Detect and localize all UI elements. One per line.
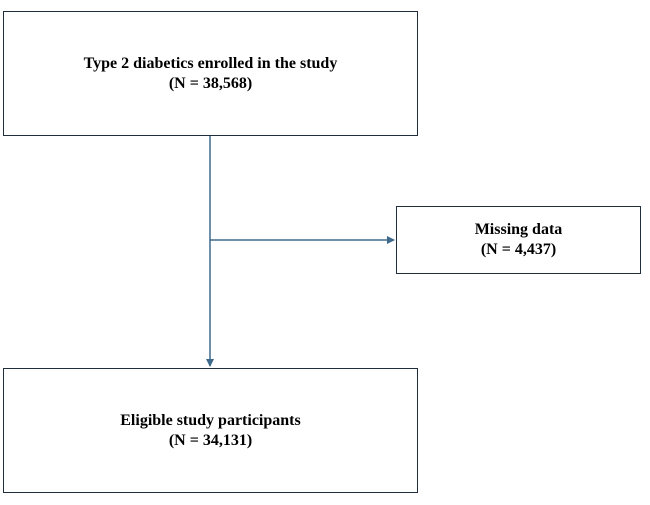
enrolled-box: Type 2 diabetics enrolled in the study (… xyxy=(3,11,418,136)
missing-data-box: Missing data (N = 4,437) xyxy=(396,206,641,274)
eligible-title: Eligible study participants xyxy=(120,411,301,429)
eligible-box: Eligible study participants (N = 34,131) xyxy=(3,368,418,493)
enrolled-title: Type 2 diabetics enrolled in the study xyxy=(83,54,338,72)
eligible-count: (N = 34,131) xyxy=(168,431,253,449)
enrolled-count: (N = 38,568) xyxy=(168,74,253,92)
missing-data-title: Missing data xyxy=(474,221,563,238)
missing-data-count: (N = 4,437) xyxy=(480,241,557,258)
